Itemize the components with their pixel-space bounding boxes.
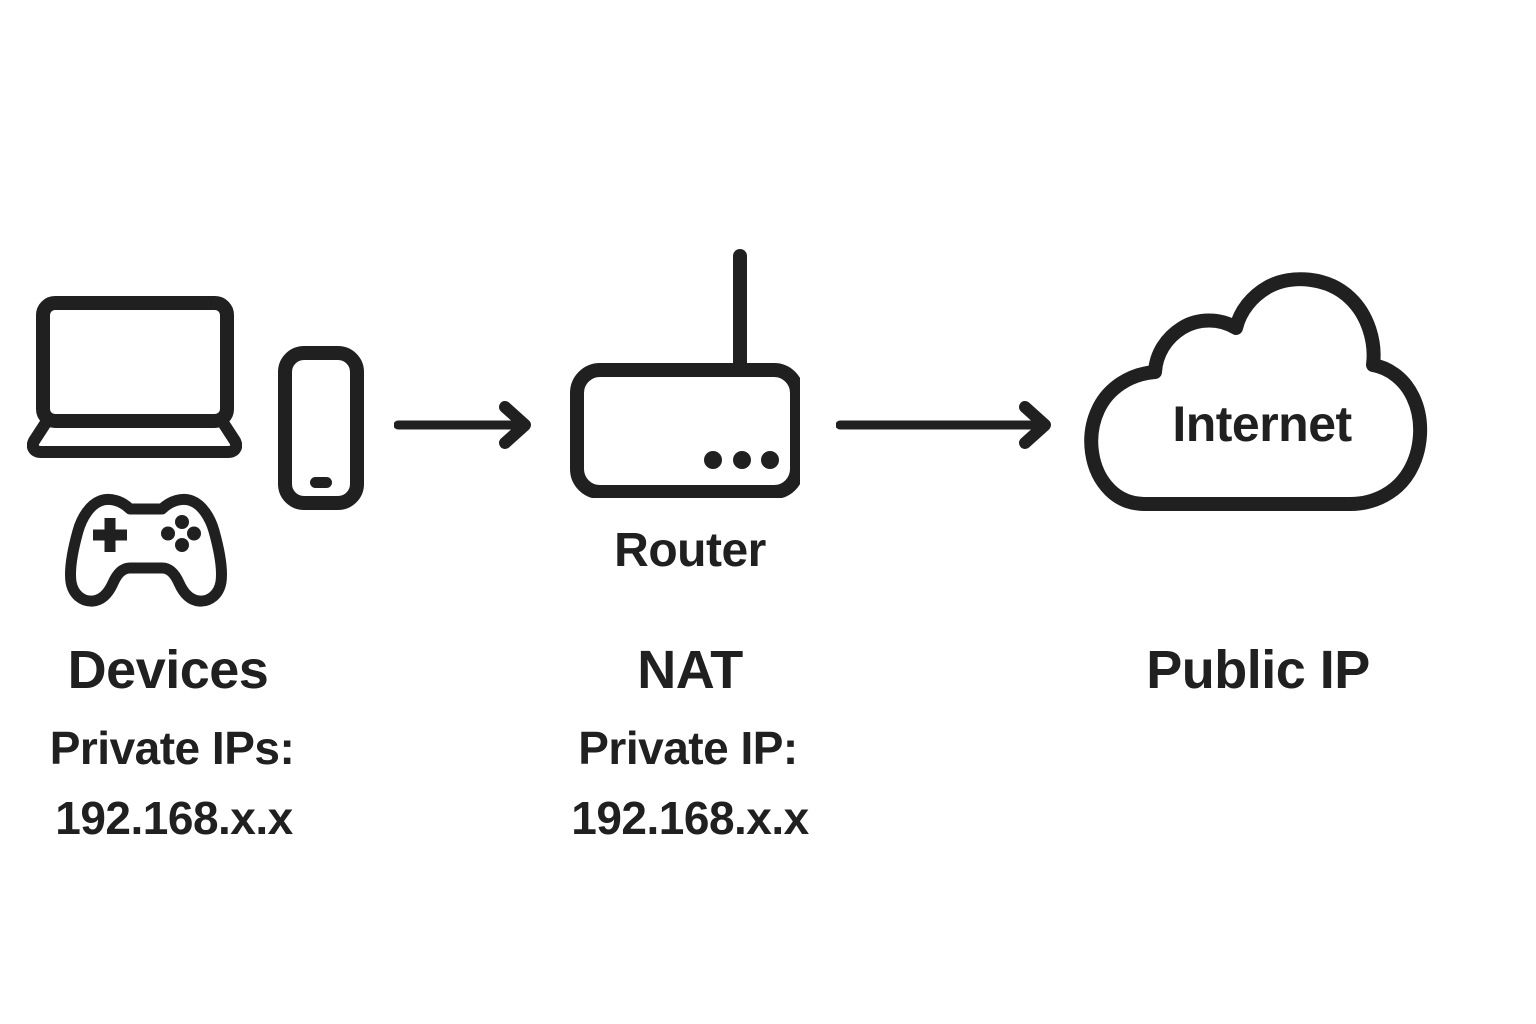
router-caption: Router (614, 524, 766, 577)
devices-ip-range: 192.168.x.x (55, 792, 293, 844)
laptop-icon (27, 296, 242, 458)
smartphone-icon (278, 346, 364, 510)
gamepad-icon (65, 493, 227, 607)
arrow-right-icon (394, 401, 531, 449)
devices-private-ips-label: Private IPs: (49, 722, 295, 774)
arrow-right-icon (836, 401, 1051, 449)
nat-private-ip-label: Private IP: (578, 722, 798, 774)
nat-label: NAT (637, 640, 743, 700)
nat-ip-range: 192.168.x.x (571, 792, 809, 844)
devices-label: Devices (67, 640, 269, 700)
public-ip-label: Public IP (1146, 640, 1370, 700)
internet-label: Internet (1172, 396, 1352, 452)
router-icon (570, 249, 800, 498)
cloud-icon (1084, 272, 1428, 511)
